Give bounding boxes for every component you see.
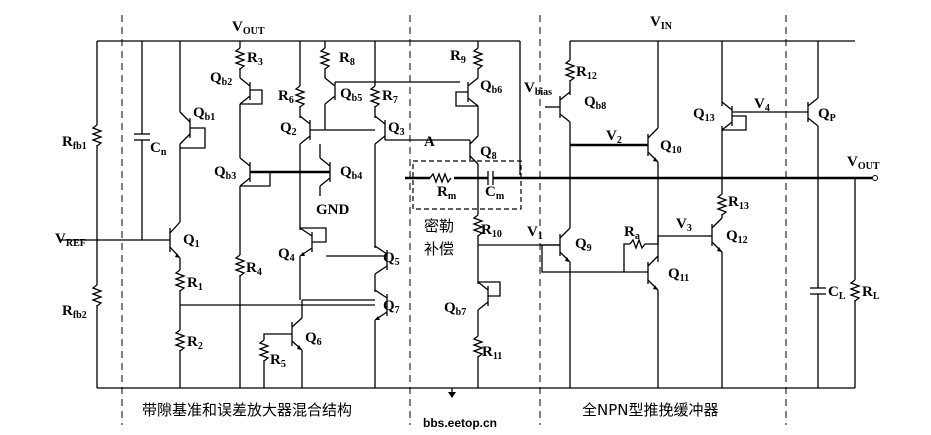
r1-resistor [174,269,186,292]
r3-resistor [234,47,246,70]
rfb1-label: Rfb1 [62,134,87,152]
qp-label: QP [818,106,836,124]
q13-label: Q13 [693,106,715,124]
ra-label: Ra [624,224,640,242]
v2-label: V2 [606,128,622,146]
r7-label: R7 [382,88,398,106]
qb1-label: Qb1 [193,105,215,123]
power-rails [96,40,855,398]
r1-label: R1 [187,275,203,293]
rl-label: RL [862,284,880,302]
qb5-label: Qb5 [340,86,362,104]
r4-resistor [234,254,246,277]
r11-label: R11 [482,344,502,362]
q2-column [294,41,460,300]
q6-label: Q6 [305,330,322,348]
ra-resistor [629,238,646,250]
cn-label: Cn [150,140,167,158]
rfb2-label: Rfb2 [62,303,87,321]
vout-top-label: VOUT [232,19,265,37]
section-right-label: 全NPN型推挽缓冲器 [582,401,719,419]
gnd-label: GND [316,202,350,218]
miller-label-line2: 补偿 [424,240,454,258]
q3-column [326,41,470,388]
qb8-label: Qb8 [584,94,606,112]
r7-resistor [369,85,381,108]
r4-label: R4 [246,260,262,278]
qb3-label: Qb3 [214,164,236,182]
r11-resistor [472,335,484,358]
q3-label: Q3 [388,120,405,138]
v3-label: V3 [676,216,692,234]
q5-label: Q5 [383,250,400,268]
cm-label: Cm [485,184,505,202]
buffer-stage [541,41,861,388]
r6-resistor [294,85,306,108]
r10-label: R10 [481,222,502,240]
rfb1-resistor [91,124,103,147]
qb6-label: Qb6 [480,78,502,96]
q7-label: Q7 [383,298,400,316]
r6-label: R6 [278,88,294,106]
feedback-network [60,124,170,310]
r3-label: R3 [247,50,263,68]
miller-label-line1: 密勒 [424,217,454,235]
r5-label: R5 [270,352,286,370]
qb7-label: Qb7 [444,300,466,318]
rm-resistor [429,172,452,184]
qb2-label: Qb2 [210,70,232,88]
q9-label: Q9 [575,236,592,254]
r2-resistor [174,329,186,352]
r8-resistor [319,47,331,70]
r2-label: R2 [187,334,203,352]
component-labels: VOUT VIN VOUT VREF Vbias Rfb1 Rfb2 Cn Q1… [55,14,880,430]
r5-resistor [258,339,270,362]
q12-label: Q12 [726,228,748,246]
rl-resistor [849,279,861,302]
r10-resistor [472,214,484,237]
vbias-label: Vbias [524,80,552,98]
section-dividers [121,15,787,425]
v1-label: V1 [527,224,543,242]
v4-label: V4 [754,96,770,114]
rfb2-resistor [91,284,103,307]
q8-label: Q8 [480,144,497,162]
cl-label: CL [828,284,846,302]
watermark-text: bbs.eetop.cn [423,416,497,430]
r9-label: R9 [450,48,466,66]
r12-resistor [564,59,576,82]
r8-label: R8 [339,50,355,68]
cn-capacitor [134,41,150,240]
section-left-label: 带隙基准和误差放大器混合结构 [142,401,352,419]
qb4-label: Qb4 [340,164,362,182]
q4-label: Q4 [278,246,295,264]
r12-label: R12 [576,64,597,82]
miller-compensation [405,160,878,210]
r13-resistor [716,193,728,216]
r9-resistor [472,47,484,70]
vout-right-label: VOUT [847,154,880,172]
q2-label: Q2 [280,120,297,138]
q1-stage [169,41,375,388]
vin-label: VIN [650,14,673,32]
qb2-qb3-column [234,41,330,388]
rm-label: Rm [437,184,457,202]
q11-label: Q11 [668,266,689,284]
r13-label: R13 [728,194,749,212]
q1-label: Q1 [183,232,200,250]
node-a-label: A [424,134,435,150]
vref-label: VREF [55,231,86,249]
q10-label: Q10 [660,138,682,156]
q6-stage [258,299,375,388]
